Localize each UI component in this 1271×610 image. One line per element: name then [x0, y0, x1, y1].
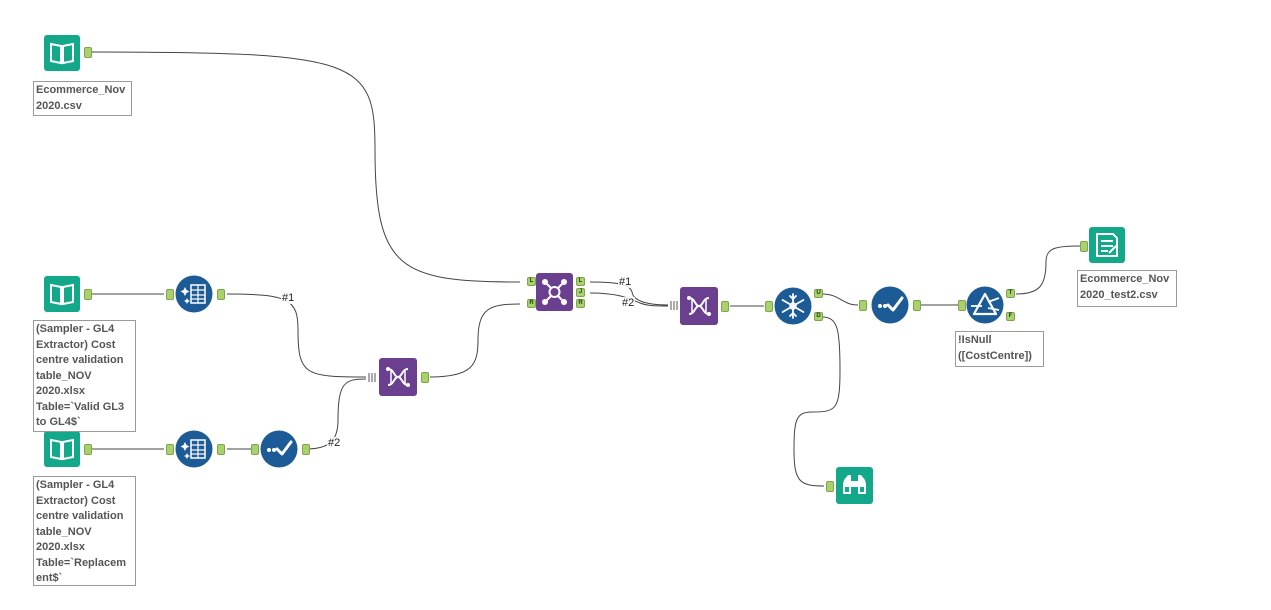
- browse-tool[interactable]: [836, 467, 873, 504]
- output-anchor[interactable]: [84, 444, 92, 455]
- output-anchor[interactable]: [721, 301, 729, 312]
- annotation-line: Table=`Replacem: [36, 556, 126, 569]
- input-anchor[interactable]: [1080, 241, 1088, 252]
- book-input-icon: [44, 276, 80, 312]
- annotation-filter: !IsNull ([CostCentre]): [955, 331, 1044, 367]
- snowflake-unique-icon: [774, 287, 812, 325]
- connection-union1-join[interactable]: [429, 303, 521, 378]
- connection-unique-check2[interactable]: [821, 293, 859, 306]
- join-network-icon: [536, 273, 573, 311]
- connection-label: #1: [618, 276, 633, 288]
- filter-true-output-anchor[interactable]: T: [1006, 289, 1015, 298]
- unique-u-output-anchor[interactable]: U: [814, 289, 823, 298]
- binoculars-browse-icon: [836, 467, 873, 504]
- connection-filter-output[interactable]: [1015, 245, 1081, 295]
- annotation-line: 2020.xlsx: [36, 385, 85, 397]
- annotation-line: 2020.xlsx: [36, 541, 85, 553]
- join-right-output-anchor[interactable]: R: [576, 299, 585, 308]
- output-anchor[interactable]: [913, 300, 921, 311]
- join-right-input-anchor[interactable]: R: [527, 299, 536, 308]
- join-tool[interactable]: [536, 273, 573, 311]
- connection-select1-union1[interactable]: [226, 293, 367, 378]
- annotation-line: to GL4$`: [36, 416, 81, 428]
- input-data-tool-replacement[interactable]: [44, 431, 80, 467]
- annotation-output: Ecommerce_Nov 2020_test2.csv: [1077, 270, 1177, 307]
- check-flow-icon: [871, 286, 909, 324]
- select-grid-icon: [175, 275, 213, 313]
- connection-input1-join[interactable]: [91, 51, 521, 283]
- annotation-line: table_NOV: [36, 525, 92, 538]
- input-anchor[interactable]: [251, 444, 259, 455]
- dna-union-icon: [379, 358, 417, 396]
- union-tool-2[interactable]: [680, 287, 718, 325]
- output-anchor[interactable]: [84, 47, 92, 58]
- join-join-output-anchor[interactable]: J: [576, 288, 585, 297]
- connection-check-union1[interactable]: [305, 378, 367, 450]
- annotation-line: ([CostCentre]): [958, 349, 1032, 362]
- annotation-line: Extractor) Cost: [36, 338, 116, 351]
- input-data-tool-ecommerce[interactable]: [44, 35, 80, 71]
- annotation-input1: Ecommerce_Nov 2020.csv: [33, 81, 132, 116]
- check-tool-1[interactable]: [260, 430, 298, 468]
- unique-d-output-anchor[interactable]: D: [814, 312, 823, 321]
- annotation-line: Table=`Valid GL3: [36, 400, 125, 413]
- annotation-line: Ecommerce_Nov: [36, 84, 126, 96]
- dna-union-icon: [680, 287, 718, 325]
- output-anchor[interactable]: [217, 289, 225, 300]
- annotation-line: Extractor) Cost: [36, 494, 116, 507]
- join-left-output-anchor[interactable]: L: [576, 277, 585, 286]
- join-left-input-anchor[interactable]: L: [527, 277, 536, 286]
- output-data-tool[interactable]: [1089, 227, 1125, 263]
- connection-label: #2: [327, 437, 342, 449]
- input-anchor[interactable]: [765, 301, 773, 312]
- output-anchor[interactable]: [302, 444, 310, 455]
- connection-label: #1: [281, 292, 296, 304]
- output-anchor[interactable]: [84, 289, 92, 300]
- prism-filter-icon: [966, 286, 1004, 324]
- input-anchor[interactable]: [166, 289, 174, 300]
- book-input-icon: [44, 35, 80, 71]
- annotation-line: (Sampler - GL4: [36, 323, 115, 335]
- input-anchor[interactable]: [166, 444, 174, 455]
- annotation-line: !IsNull: [958, 334, 992, 346]
- annotation-line: (Sampler - GL4: [36, 479, 115, 491]
- annotation-line: centre validation: [36, 510, 124, 522]
- input-anchor[interactable]: [958, 300, 966, 311]
- connection-label: #2: [621, 297, 636, 309]
- annotation-line: ent$`: [36, 572, 63, 584]
- filter-tool[interactable]: [966, 286, 1004, 324]
- output-file-icon: [1089, 227, 1125, 263]
- check-tool-2[interactable]: [871, 286, 909, 324]
- annotation-line: 2020_test2.csv: [1080, 288, 1158, 301]
- input-anchor[interactable]: [826, 481, 834, 492]
- select-grid-icon: [175, 430, 213, 468]
- input-data-tool-valid-gl3[interactable]: [44, 276, 80, 312]
- annotation-line: Ecommerce_Nov: [1080, 273, 1170, 285]
- book-input-icon: [44, 431, 80, 467]
- annotation-line: table_NOV: [36, 369, 92, 382]
- output-anchor[interactable]: [421, 372, 429, 383]
- select-tool-1[interactable]: [175, 275, 213, 313]
- filter-false-output-anchor[interactable]: F: [1006, 312, 1015, 321]
- output-anchor[interactable]: [217, 444, 225, 455]
- annotation-line: 2020.csv: [36, 99, 82, 112]
- connection-joinL-union2[interactable]: [589, 281, 669, 306]
- select-tool-2[interactable]: [175, 430, 213, 468]
- check-flow-icon: [260, 430, 298, 468]
- union-tool-1[interactable]: [379, 358, 417, 396]
- input-anchor[interactable]: [859, 300, 867, 311]
- annotation-line: centre validation: [36, 354, 124, 366]
- connection-joinJ-union2[interactable]: [589, 292, 669, 307]
- connection-unique-browse[interactable]: [793, 316, 841, 487]
- unique-tool[interactable]: [774, 287, 812, 325]
